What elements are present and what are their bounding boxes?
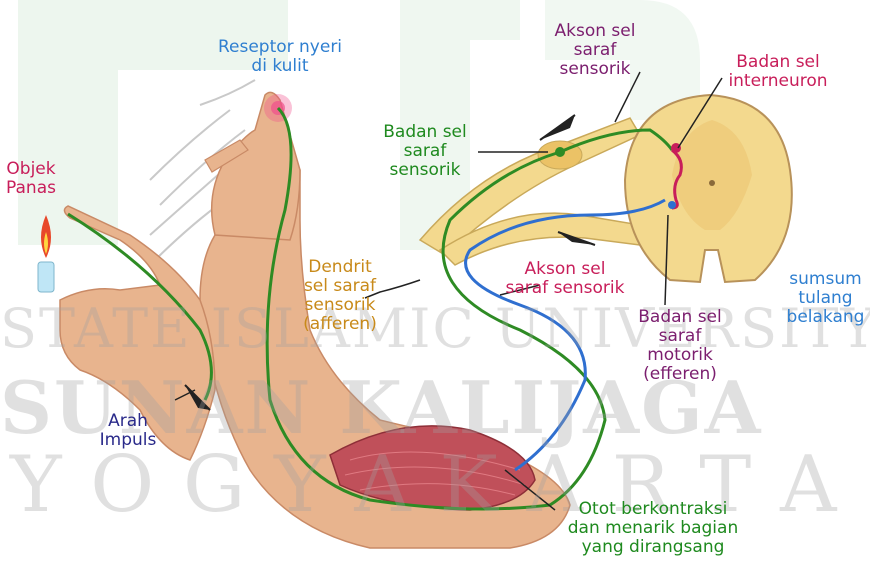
label-dendrite: Dendrit sel saraf sensorik (afferen) xyxy=(290,258,390,334)
label-sensory-axon-lower: Akson sel saraf sensorik xyxy=(495,260,635,298)
watermark-line-1: STATE ISLAMIC UNIVERSITY xyxy=(0,297,870,360)
label-sensory-axon-upper: Akson sel saraf sensorik xyxy=(540,22,650,79)
label-spinal-cord: sumsum tulang belakang xyxy=(783,270,868,327)
label-hot-object: Objek Panas xyxy=(0,160,62,198)
label-sensory-cell-body: Badan sel saraf sensorik xyxy=(370,123,480,180)
label-pain-receptor: Reseptor nyeri di kulit xyxy=(200,38,360,76)
spinal-cord xyxy=(625,95,792,282)
label-interneuron-body: Badan sel interneuron xyxy=(718,53,838,91)
label-impulse-direction: Arah Impuls xyxy=(88,412,168,450)
label-motor-cell-body: Badan sel saraf motorik (efferen) xyxy=(625,308,735,384)
candle-icon xyxy=(38,215,54,292)
label-muscle-contraction: Otot berkontraksi dan menarik bagian yan… xyxy=(548,500,758,557)
